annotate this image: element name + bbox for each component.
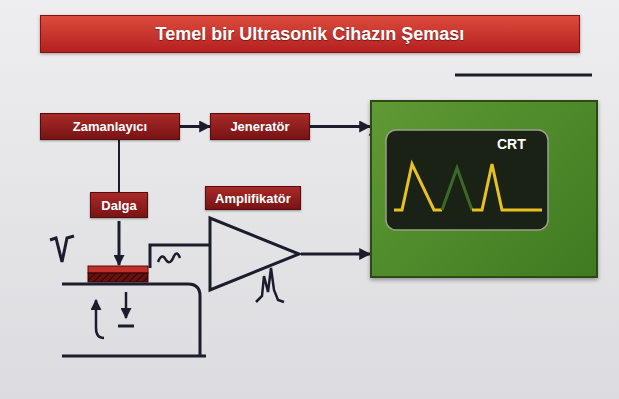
- initial-pulse: [394, 164, 442, 210]
- wave-box: Dalga: [90, 192, 148, 218]
- node-label: Zamanlayıcı: [73, 119, 147, 134]
- back-wall-echo: [472, 164, 542, 210]
- title: Temel bir Ultrasonik Cihazın Şeması: [156, 24, 465, 45]
- crt-display: CRT: [370, 100, 598, 278]
- crt-housing-top: [455, 74, 592, 77]
- echo-arrow: [96, 300, 104, 338]
- node-label: CRT: [497, 136, 526, 152]
- amplifier-triangle: [210, 218, 299, 290]
- sound-arrow: [125, 292, 128, 318]
- pulse-symbol: [256, 268, 284, 302]
- flaw-mark: [118, 325, 134, 328]
- amplifier: Amplifikatör: [205, 186, 301, 294]
- screen: [386, 130, 548, 230]
- node-label: Jeneratör: [230, 119, 289, 134]
- flaw-echo: [442, 168, 472, 210]
- signal-line: [310, 125, 370, 128]
- transducer: [88, 266, 148, 273]
- transducer-crystal: [88, 273, 148, 282]
- signal-line: [180, 125, 210, 128]
- crt-screen: [372, 102, 600, 280]
- title-banner: Temel bir Ultrasonik Cihazın Şeması: [40, 15, 580, 53]
- node-label: Dalga: [101, 198, 136, 213]
- timer-box: Zamanlayıcı: [40, 113, 180, 140]
- node-label: Amplifikatör: [205, 186, 301, 210]
- signal-line: [301, 253, 370, 256]
- echo-signal-symbol: [158, 253, 180, 262]
- defect-symbol: [50, 236, 74, 262]
- test-piece: [62, 284, 206, 356]
- wave-arrow: [118, 221, 121, 265]
- signal-line: [118, 140, 120, 192]
- generator-box: Jeneratör: [210, 113, 310, 140]
- signal-wire: [150, 245, 210, 268]
- amplifier-symbol: [205, 216, 301, 294]
